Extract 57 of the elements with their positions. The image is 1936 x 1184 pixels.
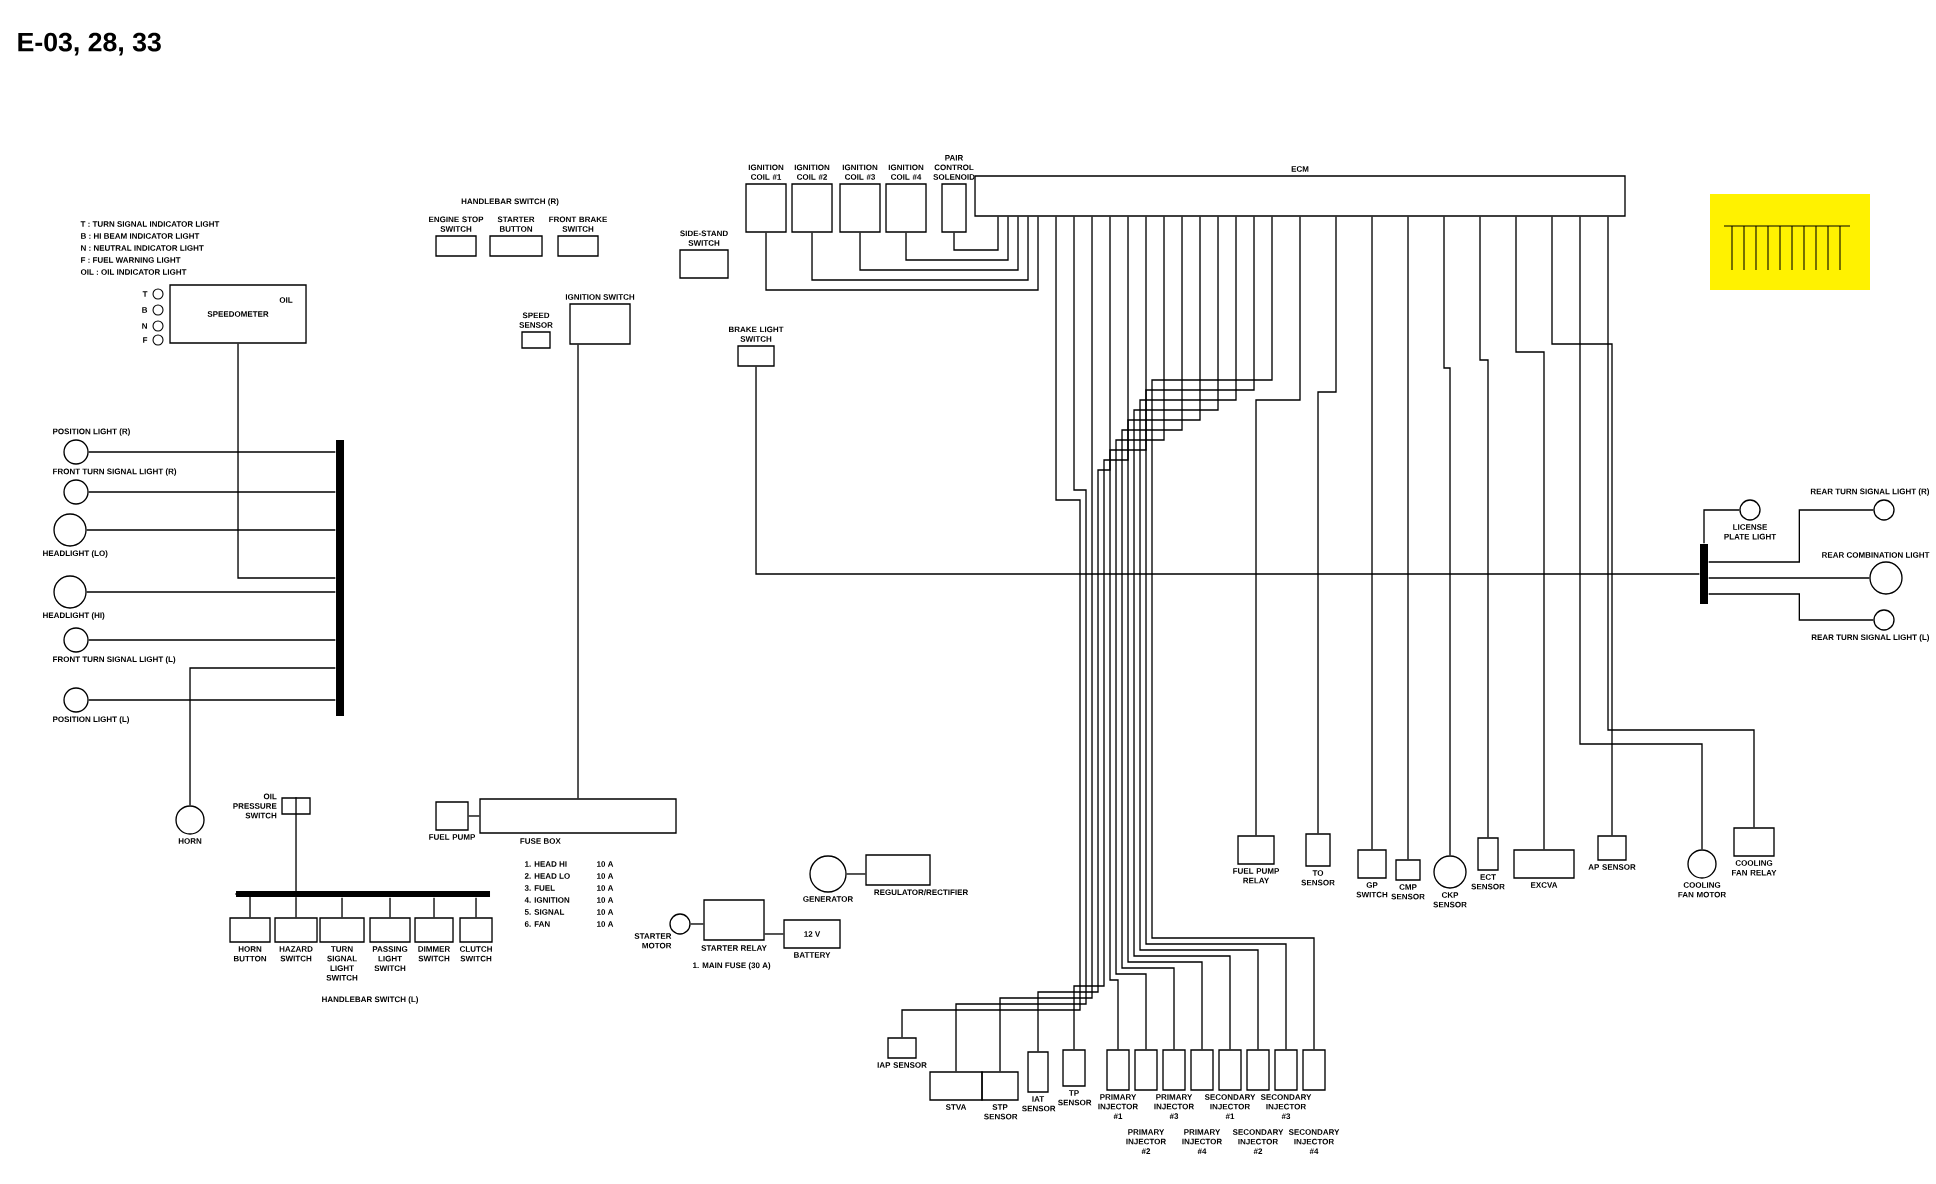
wire xyxy=(468,815,480,817)
wire xyxy=(341,897,343,918)
wire xyxy=(1317,216,1337,834)
wire xyxy=(475,897,477,918)
wire xyxy=(905,216,1009,261)
wire xyxy=(1515,216,1545,850)
wire xyxy=(999,216,1093,1072)
wire xyxy=(237,343,336,579)
wire xyxy=(1579,216,1703,850)
wire xyxy=(389,897,391,918)
wire xyxy=(1121,216,1183,1050)
wire xyxy=(88,639,336,641)
wire xyxy=(1708,593,1874,621)
wire xyxy=(295,897,297,918)
wire xyxy=(1371,216,1373,850)
wire xyxy=(1708,577,1870,579)
wire xyxy=(234,893,251,918)
wire xyxy=(1115,216,1165,1050)
wire xyxy=(1708,509,1874,563)
wire xyxy=(955,216,1087,1072)
wire xyxy=(859,216,1019,271)
wire xyxy=(88,451,336,453)
connector-bar xyxy=(236,891,490,897)
wire xyxy=(1443,216,1451,856)
wire xyxy=(88,491,336,493)
wire xyxy=(433,897,435,918)
wire xyxy=(1255,216,1301,836)
wire xyxy=(1133,216,1231,1050)
wire xyxy=(901,216,1081,1038)
wire xyxy=(189,667,336,806)
wire xyxy=(1127,216,1203,1050)
wire xyxy=(1109,216,1147,1050)
wire xyxy=(1073,216,1129,1050)
wire xyxy=(88,699,336,701)
wire xyxy=(1145,216,1287,1050)
wire xyxy=(811,216,1029,281)
wire xyxy=(1551,216,1613,836)
wire xyxy=(846,873,866,875)
wire xyxy=(1607,216,1755,828)
connector-bar xyxy=(336,440,344,716)
wire xyxy=(1037,216,1111,1052)
wire xyxy=(690,923,704,925)
wire xyxy=(86,591,336,593)
title: E-03, 28, 33 xyxy=(18,32,161,56)
wire xyxy=(1479,216,1489,838)
wire xyxy=(1139,216,1259,1050)
wire xyxy=(953,216,999,251)
wire xyxy=(1407,216,1409,860)
wire xyxy=(755,366,1700,575)
wire xyxy=(86,529,336,531)
wire xyxy=(1703,509,1740,544)
wire xyxy=(764,933,784,935)
wire xyxy=(1151,216,1315,1050)
connector-bar xyxy=(1700,544,1708,604)
wire xyxy=(295,796,297,899)
wire xyxy=(577,344,579,799)
wire xyxy=(765,216,1039,291)
